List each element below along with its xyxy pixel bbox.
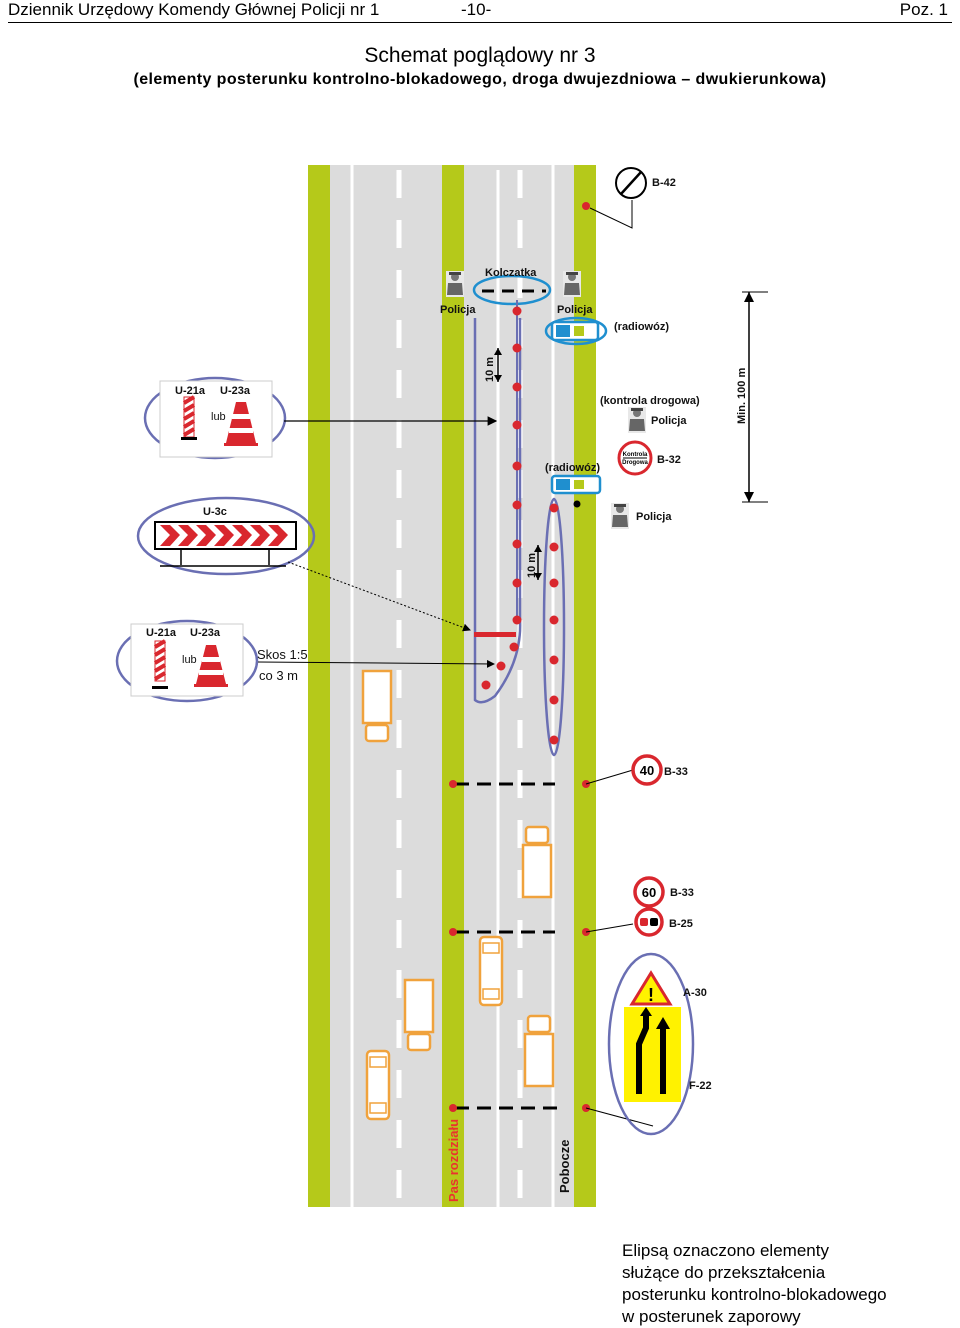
police-car-1 — [550, 320, 600, 342]
b33-60-label: B-33 — [670, 887, 694, 899]
kontrola-sign-text-1: Kontrola — [623, 452, 648, 458]
police-officers: Policja Policja Policja Policja — [440, 271, 687, 529]
sign-b32: Kontrola Drogowa B-32 — [617, 440, 681, 476]
b32-label: B-32 — [657, 454, 681, 466]
u21a-label-top: U-21a — [175, 385, 206, 397]
co3m-label: co 3 m — [259, 668, 298, 683]
f22-label: F-22 — [689, 1080, 712, 1092]
min-100-label: Min. 100 m — [736, 368, 748, 424]
u21a-u23a-group-bottom: U-21a U-23a lub Skos 1:5 co 3 m — [130, 623, 308, 697]
policja-label-2: Policja — [557, 304, 593, 316]
kolczatka-label: Kolczatka — [485, 267, 537, 279]
pobocze-label: Pobocze — [557, 1140, 572, 1193]
kolczatka-ellipse — [472, 274, 552, 306]
u3c-label: U-3c — [203, 506, 227, 518]
cone-line — [474, 300, 559, 745]
b42-label: B-42 — [652, 177, 676, 189]
diagram-subtitle: (elementy posterunku kontrolno-blokadowe… — [133, 71, 827, 88]
shoulder-strip — [574, 165, 596, 1207]
police-cars: (radiowóz) (radiowóz) (kontrola drogowa) — [545, 320, 700, 508]
diagram-title: Schemat poglądowy nr 3 — [364, 44, 596, 67]
truck-2 — [521, 825, 553, 899]
note-line: posterunku kontrolno-blokadowego — [622, 1285, 887, 1304]
ten-m-label-2: 10 m — [526, 553, 538, 578]
policeman-icon-4 — [611, 503, 629, 529]
note-line: w posterunek zaporowy — [622, 1307, 801, 1326]
car-2 — [365, 1049, 391, 1121]
u3c-pointer-arrow — [287, 561, 471, 632]
u23a-label-bottom: U-23a — [190, 627, 221, 639]
policja-label-4: Policja — [636, 511, 672, 523]
u23a-cone-bottom — [194, 645, 228, 687]
policeman-icon-1 — [446, 271, 464, 297]
min-100-dimension: Min. 100 m — [736, 291, 768, 503]
truck-3 — [403, 978, 435, 1052]
cone-row-ellipse — [542, 497, 566, 757]
u21a-label-bottom: U-21a — [146, 627, 177, 639]
stop-lines — [449, 769, 654, 1127]
cone-lane-ellipse — [473, 318, 522, 704]
u3c-chevrons — [160, 525, 288, 546]
page-header: Dziennik Urzędowy Komendy Głównej Policj… — [8, 0, 952, 23]
car-1 — [478, 935, 504, 1007]
speed-60-text: 60 — [642, 885, 656, 900]
sign-b33-40: 40 B-33 — [631, 754, 688, 786]
barrier-bar — [474, 632, 516, 637]
truck-4 — [523, 1014, 555, 1088]
median-strip — [442, 165, 464, 1207]
u3c-ellipse — [136, 496, 316, 576]
skos-pointer-arrow — [257, 659, 495, 668]
kontrola-label: (kontrola drogowa) — [600, 395, 700, 407]
u23a-label-top: U-23a — [220, 385, 251, 397]
u23a-cone-top — [224, 402, 258, 446]
svg-text:!: ! — [648, 985, 654, 1005]
truck-1 — [361, 669, 393, 743]
lub-label-top: lub — [211, 411, 226, 423]
policja-label-1: Policja — [440, 304, 476, 316]
u21a-post-top — [181, 395, 197, 440]
ellipse-note: Elipsą oznaczono elementy służące do prz… — [622, 1240, 952, 1328]
b25-label: B-25 — [669, 918, 693, 930]
ten-m-label-1: 10 m — [484, 357, 496, 382]
radiowoz-label-1: (radiowóz) — [614, 321, 669, 333]
left-edge-strip — [308, 165, 330, 1207]
u21a-post-bottom — [152, 639, 168, 689]
radiowoz-ellipse — [544, 316, 608, 346]
sign-a30: ! A-30 — [629, 970, 707, 1006]
sign-b42: B-42 — [582, 167, 676, 229]
policeman-icon-2 — [563, 271, 581, 297]
lub-label-bottom: lub — [182, 654, 197, 666]
sign-b33-60: 60 B-33 — [633, 876, 694, 908]
policeman-icon-3 — [628, 407, 646, 433]
sign-f22: F-22 — [624, 1007, 712, 1102]
a30-f22-ellipse — [607, 952, 695, 1136]
skos-label: Skos 1:5 — [257, 647, 308, 662]
kolczatka: Kolczatka — [482, 267, 546, 293]
note-line: służące do przekształcenia — [622, 1263, 826, 1282]
a30-label: A-30 — [683, 987, 707, 999]
speed-40-text: 40 — [640, 763, 654, 778]
kontrola-sign-text-2: Drogowa — [622, 460, 648, 466]
ellipses — [115, 274, 695, 1136]
policja-label-3: Policja — [651, 415, 687, 427]
journal-name: Dziennik Urzędowy Komendy Głównej Policj… — [8, 0, 380, 19]
radiowoz-label-2: (radiowóz) — [545, 462, 600, 474]
distance-markers: 10 m 10 m — [484, 348, 542, 580]
sign-b25: B-25 — [634, 907, 693, 937]
u21a-u23a-group-top: U-21a U-23a lub — [159, 380, 273, 458]
u21a-u23a-ellipse-top — [143, 376, 287, 460]
position-number: Poz. 1 — [899, 0, 948, 19]
page-number: -10- — [461, 0, 492, 19]
b33-40-label: B-33 — [664, 766, 688, 778]
police-car-2 — [550, 474, 602, 495]
note-line: Elipsą oznaczono elementy — [622, 1241, 829, 1260]
u21a-u23a-ellipse-bottom — [115, 619, 259, 703]
pas-rozdzialu-label: Pas rozdziału — [446, 1119, 461, 1202]
u3c-group: U-3c — [154, 506, 297, 567]
